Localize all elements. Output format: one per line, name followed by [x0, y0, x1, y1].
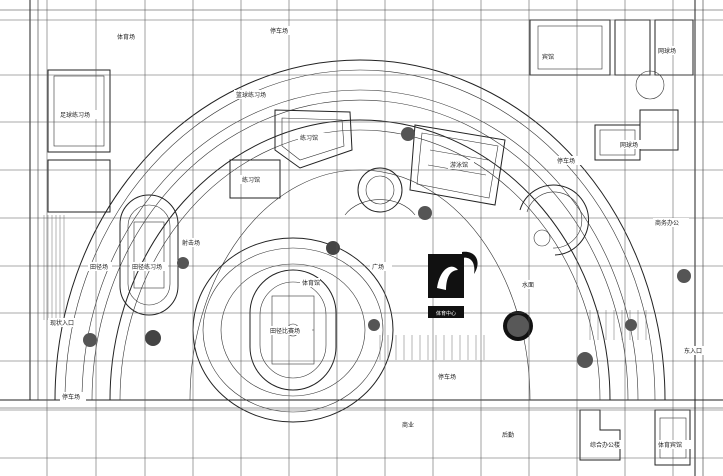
central-rotunda	[344, 167, 416, 216]
label-north-parking: 停车场	[270, 27, 288, 35]
label-plaza: 广场	[372, 263, 384, 271]
label-north-practice: 篮球练习场	[236, 91, 266, 99]
parking-hatching	[43, 215, 647, 360]
label-swimming-hall: 游泳馆	[450, 161, 468, 169]
east-curved-building	[519, 184, 590, 256]
circular-markers	[83, 127, 691, 368]
label-hotel: 宾馆	[542, 53, 554, 61]
label-gym: 体育馆	[302, 279, 320, 287]
label-admin-building: 综合办公楼	[590, 441, 620, 449]
main-stadium	[192, 237, 394, 423]
warmup-track	[119, 194, 179, 316]
label-shooting-range: 射击场	[182, 239, 200, 247]
plan-labels: 体育场 足球练习场 田径练习场 田径场 练习馆 练习馆 游泳馆 广场 田径比赛场…	[48, 26, 710, 449]
label-east-entrance: 东入口	[684, 347, 702, 355]
label-tennis-east: 网球场	[620, 141, 638, 149]
label-entrance-west: 现状入口	[50, 319, 74, 327]
emblem-logo-text: 体育中心	[436, 310, 456, 317]
label-track-practice: 田径练习场	[132, 263, 162, 271]
label-warmup-field: 田径场	[90, 263, 108, 271]
football-practice-area	[47, 69, 111, 213]
label-practice-hall-small: 练习馆	[242, 176, 260, 184]
label-tennis: 网球场	[658, 47, 676, 55]
label-east-business: 商务办公	[655, 219, 679, 227]
label-south-parking: 停车场	[62, 393, 80, 401]
training-hall	[229, 109, 353, 199]
sports-center-emblem: 体育中心	[428, 251, 478, 318]
label-north-sports-field: 体育场	[117, 33, 135, 41]
label-commercial: 商业	[402, 421, 414, 429]
label-logistics: 后勤	[502, 431, 514, 439]
label-parking: 停车场	[438, 373, 456, 381]
label-lake-area: 水面	[522, 281, 534, 289]
label-training-hall: 练习馆	[300, 134, 318, 142]
label-sports-hotel: 体育宾馆	[658, 441, 682, 449]
label-main-stadium: 田径比赛场	[270, 327, 300, 335]
label-football-practice: 足球练习场	[60, 111, 90, 119]
label-east-parking: 停车场	[557, 157, 575, 165]
